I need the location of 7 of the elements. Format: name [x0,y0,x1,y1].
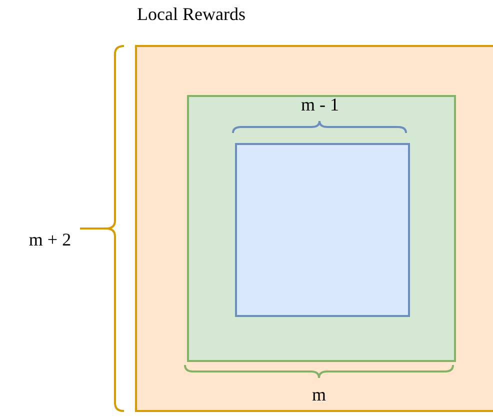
square-area [135,45,493,412]
square-area [187,95,456,362]
title: Local Rewards [137,4,246,25]
dimension-label: m - 1 [301,94,339,116]
dimension-label: m + 2 [28,230,72,250]
square-area [235,143,410,317]
dimension-label: m [312,384,326,406]
